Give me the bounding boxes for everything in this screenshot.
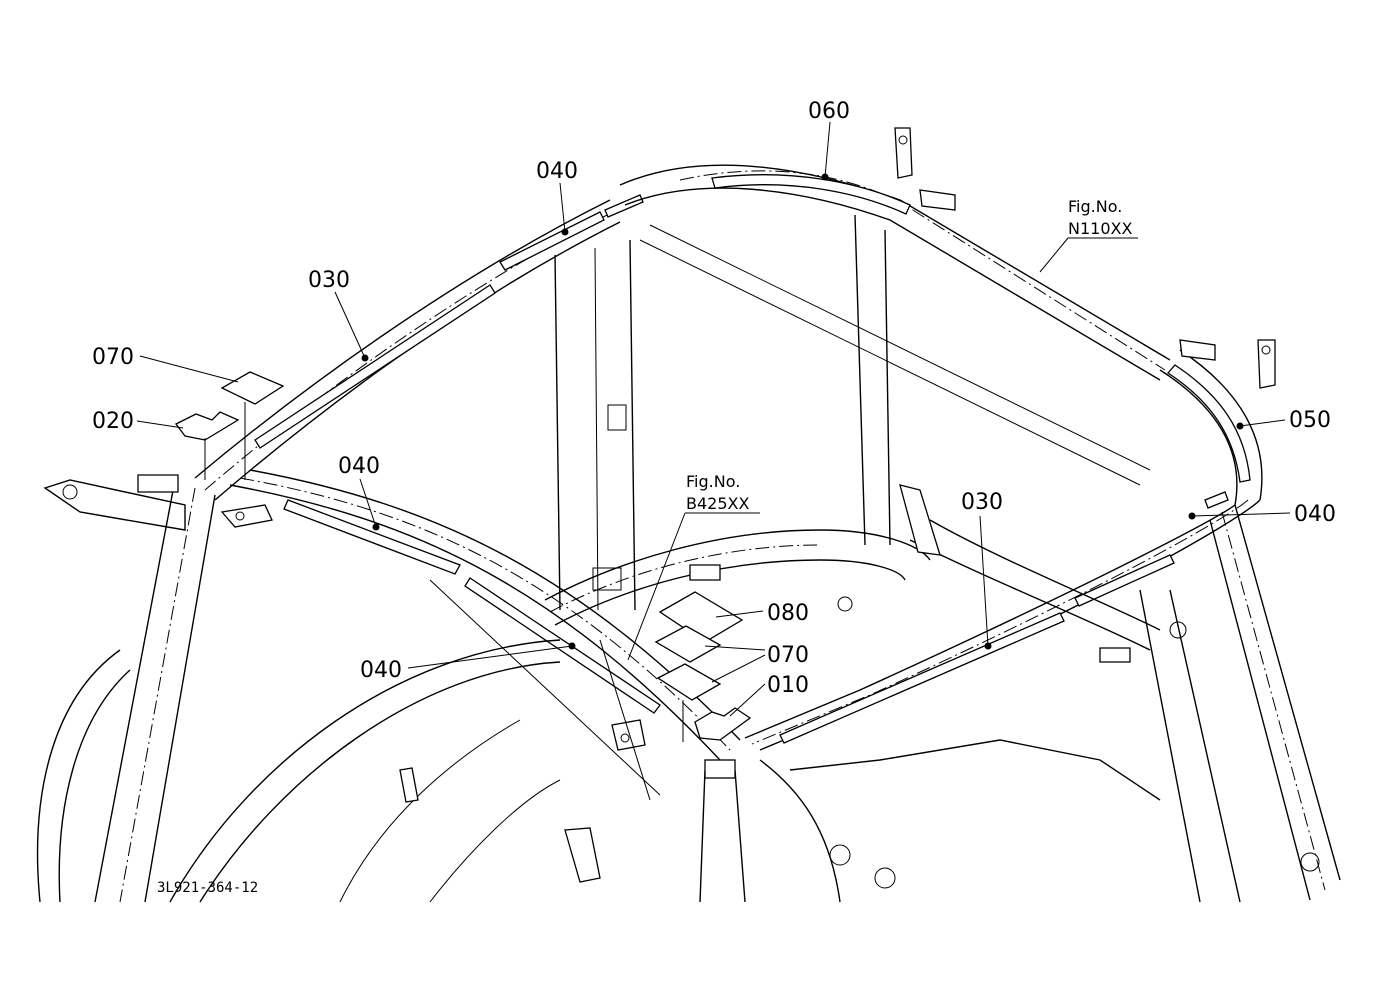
figref-n110-label: Fig.No. [1068,197,1122,216]
loose-parts [175,371,752,742]
callout-060: 060 [808,99,850,124]
part-070-pad-lower [656,663,722,701]
callout-040-right: 040 [1294,502,1336,527]
callout-050: 050 [1289,408,1331,433]
figref-b425-label: Fig.No. [686,472,740,491]
callout-020: 020 [92,409,134,434]
callout-040-left: 040 [338,454,380,479]
diagram-id: 3L921-364-12 [157,880,258,896]
callout-080: 080 [767,601,809,626]
callout-070-left: 070 [92,345,134,370]
part-070-pad-upper [654,625,722,663]
callout-labels: 060 040 030 070 020 040 040 080 070 010 … [92,99,1336,896]
figref-b425-code: B425XX [686,494,749,513]
callout-070-center: 070 [767,643,809,668]
callout-040-lower: 040 [360,658,402,683]
figref-n110-code: N110XX [1068,219,1132,238]
callout-040-top: 040 [536,159,578,184]
callout-030-right: 030 [961,490,1003,515]
part-010-pad [694,707,752,741]
cab-frame-drawing [36,127,1341,903]
callout-030-left: 030 [308,268,350,293]
leader-lines [136,121,1291,717]
part-020-pad [175,411,240,441]
callout-010: 010 [767,673,809,698]
part-070-pad-left [220,371,285,405]
